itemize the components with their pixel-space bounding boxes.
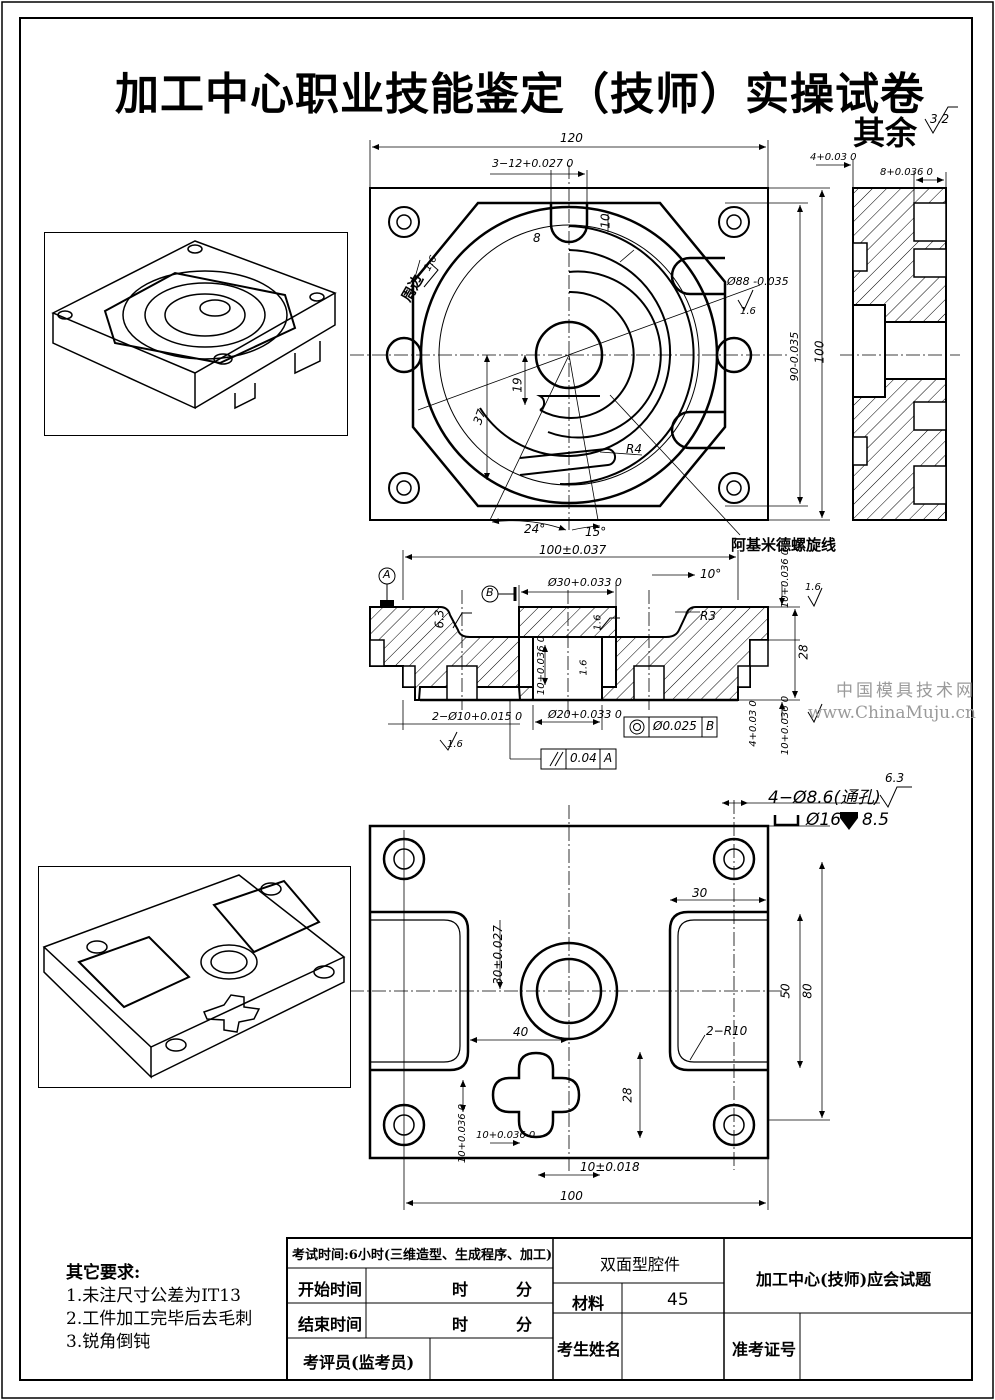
- end-hour: 时: [452, 1315, 469, 1334]
- examiner-label: 考评员(监考员): [303, 1353, 415, 1372]
- section-view: [369, 550, 823, 770]
- dim-2-r10: 2−R10: [706, 1024, 748, 1038]
- other-requirements: 其它要求: 1.未注尺寸公差为IT13 2.工件加工完毕后去毛刺 3.锐角倒钝: [66, 1262, 252, 1354]
- dim-10-mid: 10+0.036 0: [536, 635, 548, 696]
- dim-100-b: 100: [560, 1189, 583, 1203]
- roughness-1-6-d: 1.6: [578, 659, 590, 676]
- angle-24: 24°: [524, 522, 546, 536]
- requirements-heading: 其它要求:: [66, 1263, 141, 1283]
- dim-10-018: 10±0.018: [580, 1160, 640, 1174]
- dim-side-4: 4+0.03 0: [810, 152, 857, 163]
- watermark: 中国模具技术网 www.ChinaMuju.cn: [808, 680, 976, 724]
- dim-50: 50: [778, 983, 793, 999]
- angle-15: 15°: [585, 525, 607, 539]
- parallelism-value: 0.04: [570, 751, 597, 765]
- page-title: 加工中心职业技能鉴定（技师）实操试卷: [115, 69, 925, 120]
- dim-100-v: 100: [812, 340, 827, 364]
- dim-80: 80: [800, 983, 815, 999]
- coaxiality-value: Ø0.025: [653, 719, 697, 733]
- dim-4-holes: 4−Ø8.6(通孔): [768, 788, 881, 808]
- datum-a-label: A: [383, 568, 391, 581]
- dim-counterbore: Ø16: [806, 810, 842, 830]
- coaxiality-datum: B: [706, 719, 715, 733]
- requirement-item: 1.未注尺寸公差为IT13: [66, 1286, 241, 1306]
- dim-dia30: Ø30+0.033 0: [548, 576, 622, 589]
- dim-40: 40: [513, 1025, 529, 1039]
- dim-counterbore-depth: 8.5: [862, 810, 890, 830]
- isometric-view-top: [44, 232, 348, 436]
- dim-90: 90-0.035: [788, 331, 802, 382]
- dim-120: 120: [560, 131, 583, 145]
- dim-30-027: 30±0.027: [490, 925, 505, 985]
- dim-100-037: 100±0.037: [539, 543, 607, 557]
- roughness-1-6-a: 1.6: [740, 306, 756, 317]
- dim-28: 28: [796, 644, 811, 660]
- bottom-view: [350, 786, 912, 1210]
- dim-10-top: 10+0.036 0: [780, 548, 792, 609]
- angle-10: 10°: [700, 567, 722, 581]
- surface-note-roughness: 3.2: [930, 112, 950, 126]
- end-time-label: 结束时间: [298, 1315, 363, 1334]
- start-hour: 时: [452, 1280, 469, 1299]
- dim-dia20: Ø20+0.033 0: [548, 708, 622, 721]
- dim-r3: R3: [700, 609, 716, 623]
- requirement-item: 3.锐角倒钝: [66, 1332, 151, 1352]
- watermark-cn: 中国模具技术网: [835, 681, 976, 701]
- start-time-label: 开始时间: [298, 1280, 363, 1299]
- title-block: [286, 1237, 973, 1381]
- roughness-6-3-b: 6.3: [885, 771, 905, 785]
- dim-30: 30: [692, 886, 708, 900]
- exam-time: 考试时间:6小时(三维造型、生成程序、加工): [292, 1248, 553, 1263]
- dim-r4: R4: [626, 442, 642, 456]
- cert-no-label: 准考证号: [732, 1340, 797, 1359]
- material-label: 材料: [572, 1294, 605, 1313]
- dim-19: 19: [510, 377, 525, 393]
- roughness-1-6-c: 1.6: [592, 614, 604, 631]
- dim-4-depth: 4+0.03 0: [747, 700, 759, 747]
- surface-note-label: 其余: [853, 114, 918, 152]
- student-name-label: 考生姓名: [557, 1340, 622, 1359]
- paper-title: 加工中心(技师)应会试题: [756, 1270, 932, 1289]
- watermark-url: www.ChinaMuju.cn: [808, 703, 976, 723]
- dim-10-v: 10+0.036 0: [457, 1103, 469, 1164]
- part-name: 双面型腔件: [600, 1255, 681, 1274]
- roughness-6-3: 6.3: [432, 609, 447, 629]
- dim-8: 8: [533, 231, 541, 245]
- parallelism-datum: A: [604, 751, 613, 765]
- material-value: 45: [667, 1290, 689, 1310]
- dim-slots: 3−12+0.027 0: [492, 157, 574, 170]
- start-minute: 分: [516, 1280, 533, 1299]
- roughness-1-6-f: 1.6: [447, 739, 463, 750]
- roughness-1-6-e: 1.6: [805, 582, 821, 593]
- dim-dia88: Ø88 -0.035: [727, 275, 789, 288]
- side-view: [816, 160, 960, 521]
- dim-10-h: 10+0.036 0: [476, 1130, 536, 1141]
- dim-side-8: 8+0.036 0: [880, 167, 933, 178]
- datum-b-label: B: [486, 586, 494, 599]
- end-minute: 分: [516, 1315, 533, 1334]
- requirement-item: 2.工件加工完毕后去毛刺: [66, 1309, 253, 1329]
- label-archimedes-spiral: 阿基米德螺旋线: [731, 536, 837, 554]
- dim-2-dia10: 2−Ø10+0.015 0: [432, 710, 523, 723]
- dim-10: 10: [598, 213, 613, 229]
- dim-28-b: 28: [620, 1087, 635, 1103]
- isometric-view-bottom: [38, 866, 351, 1088]
- top-view: [350, 106, 958, 536]
- dim-10-bot: 10+0.036 0: [780, 695, 792, 756]
